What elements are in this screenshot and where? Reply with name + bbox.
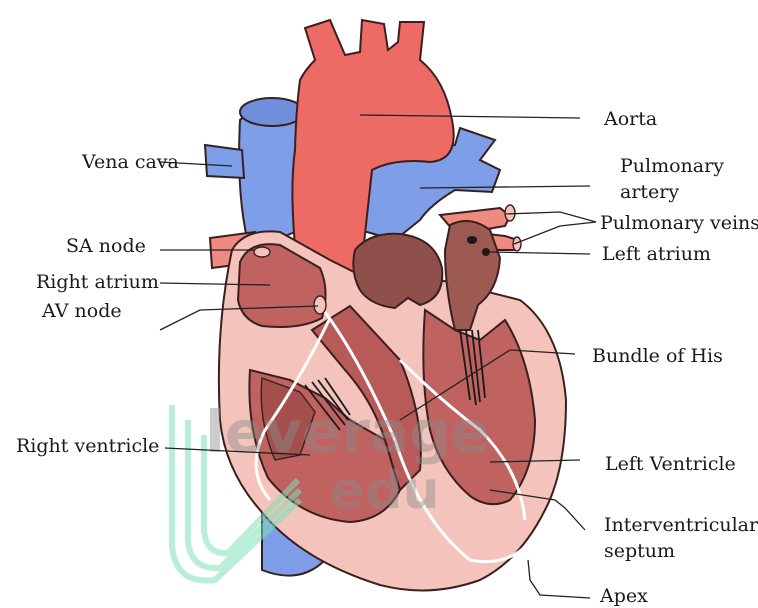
left-atrium-hole-1 bbox=[467, 236, 477, 244]
label-vena-cava: Vena cava bbox=[81, 151, 179, 173]
label-pulmonary-artery-line2: artery bbox=[620, 181, 679, 203]
label-right-atrium: Right atrium bbox=[36, 271, 159, 293]
label-bundle-of-his: Bundle of His bbox=[592, 345, 723, 367]
label-pulmonary-veins: Pulmonary veins bbox=[600, 212, 758, 234]
pulmonary-vein-opening bbox=[505, 205, 515, 221]
label-interventricular-line1: Interventricular bbox=[604, 514, 758, 536]
valve-shape bbox=[353, 234, 442, 308]
left-atrium-hole-2 bbox=[482, 248, 490, 256]
label-sa-node: SA node bbox=[66, 235, 146, 257]
watermark-text-1: leverage bbox=[205, 398, 490, 466]
label-left-atrium: Left atrium bbox=[602, 243, 711, 265]
label-left-ventricle: Left Ventricle bbox=[605, 453, 736, 475]
label-right-ventricle: Right ventricle bbox=[16, 435, 159, 457]
label-aorta: Aorta bbox=[603, 108, 657, 130]
label-apex: Apex bbox=[599, 585, 648, 607]
av-node-shape bbox=[314, 296, 326, 314]
watermark-text-2: edu bbox=[330, 461, 440, 521]
label-interventricular-line2: septum bbox=[604, 540, 675, 562]
vena-cava-branch bbox=[205, 145, 244, 178]
label-av-node: AV node bbox=[41, 300, 122, 322]
sa-node-shape bbox=[254, 247, 270, 257]
vena-cava-opening bbox=[240, 98, 304, 126]
label-pulmonary-artery-line1: Pulmonary bbox=[620, 155, 724, 177]
